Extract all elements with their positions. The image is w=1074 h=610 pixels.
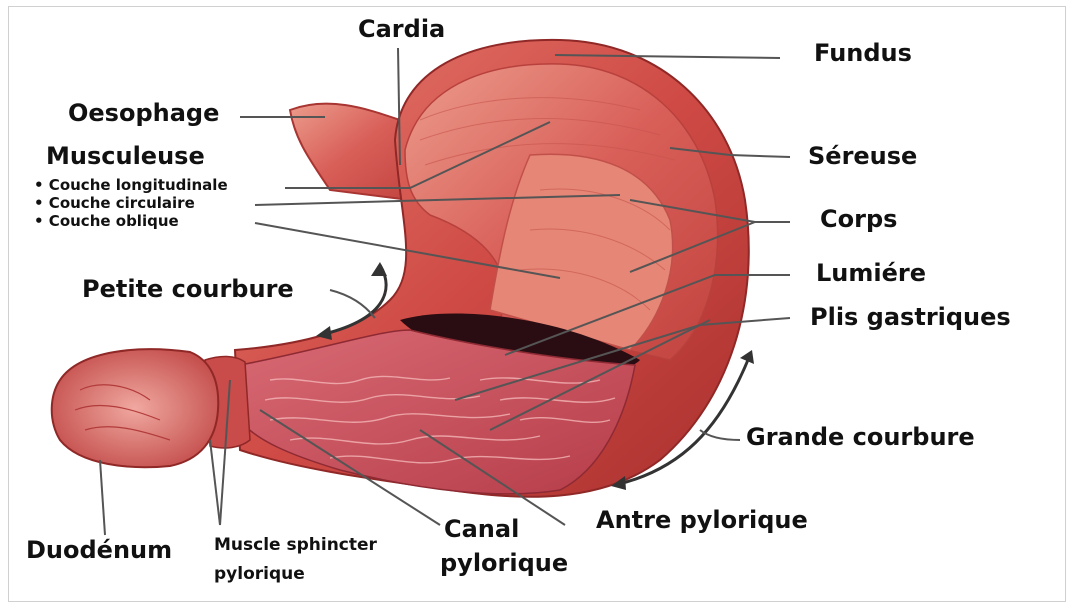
label-oesophage: Oesophage: [68, 100, 219, 126]
label-antre-pylorique: Antre pylorique: [596, 507, 808, 533]
label-couche-oblique: • Couche oblique: [34, 213, 179, 230]
label-fundus: Fundus: [814, 40, 912, 66]
label-lumiere: Lumiére: [816, 260, 926, 286]
label-muscle-sphincter: Muscle sphincter: [214, 536, 377, 555]
duodenum-shape: [52, 349, 219, 467]
label-muscle-sphincter-pylorique: pylorique: [214, 565, 305, 584]
label-sereuse: Séreuse: [808, 143, 917, 169]
label-couche-longitudinale: • Couche longitudinale: [34, 177, 228, 194]
label-grande-courbure: Grande courbure: [746, 424, 975, 450]
petite-arrow-head-top: [371, 262, 387, 276]
label-cardia: Cardia: [358, 16, 445, 42]
label-plis-gastriques: Plis gastriques: [810, 304, 1011, 330]
label-canal-pylorique: pylorique: [440, 550, 568, 576]
label-corps: Corps: [820, 206, 897, 232]
label-musculeuse: Musculeuse: [46, 143, 205, 169]
label-canal: Canal: [444, 516, 519, 542]
label-duodenum: Duodénum: [26, 537, 172, 563]
label-couche-circulaire: • Couche circulaire: [34, 195, 195, 212]
label-petite-courbure: Petite courbure: [82, 276, 294, 302]
